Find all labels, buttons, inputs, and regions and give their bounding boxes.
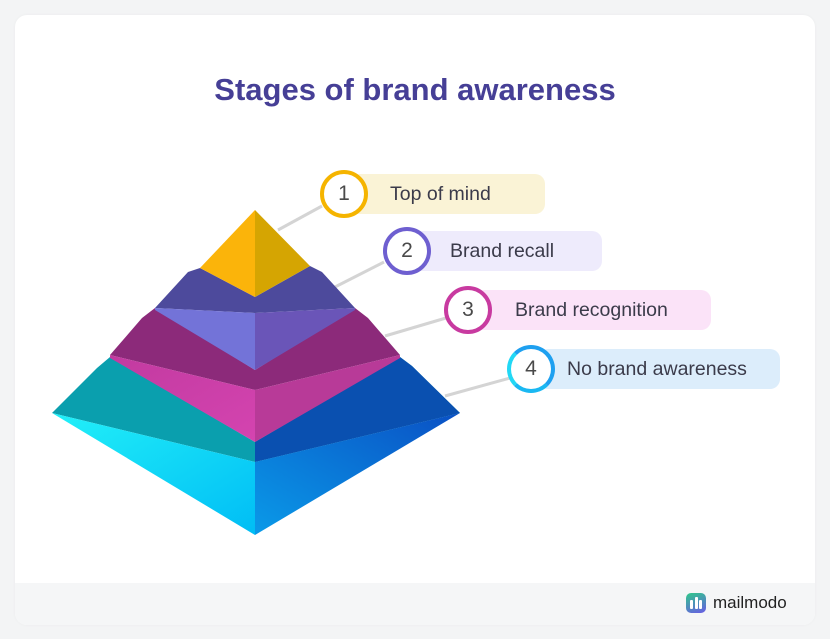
- pyramid-tier-3: [110, 308, 400, 442]
- stage-label-pill: No brand awareness: [538, 349, 780, 389]
- connector-line-1: [277, 204, 323, 232]
- brand-name: mailmodo: [713, 593, 787, 612]
- stage-label-pill: Brand recognition: [474, 290, 711, 330]
- page-title: Stages of brand awareness: [214, 72, 616, 107]
- stage-number-badge: 3: [444, 286, 492, 334]
- pyramid-tier-2: [155, 266, 355, 370]
- connector-lines: [277, 204, 511, 398]
- pyramid-tier-1: [200, 210, 310, 297]
- footer-bar: [15, 583, 815, 625]
- brand-logo: mailmodo: [686, 593, 787, 613]
- connector-line-2: [332, 260, 385, 290]
- connector-line-4: [444, 376, 511, 398]
- mailmodo-logo-icon: [686, 593, 706, 613]
- stage-number-badge: 1: [320, 170, 368, 218]
- connector-line-3: [384, 316, 447, 338]
- stage-number-badge: 2: [383, 227, 431, 275]
- stage-label-pill: Brand recall: [412, 231, 602, 271]
- stage-label-pill: Top of mind: [350, 174, 545, 214]
- stage-number-badge: 4: [507, 345, 555, 393]
